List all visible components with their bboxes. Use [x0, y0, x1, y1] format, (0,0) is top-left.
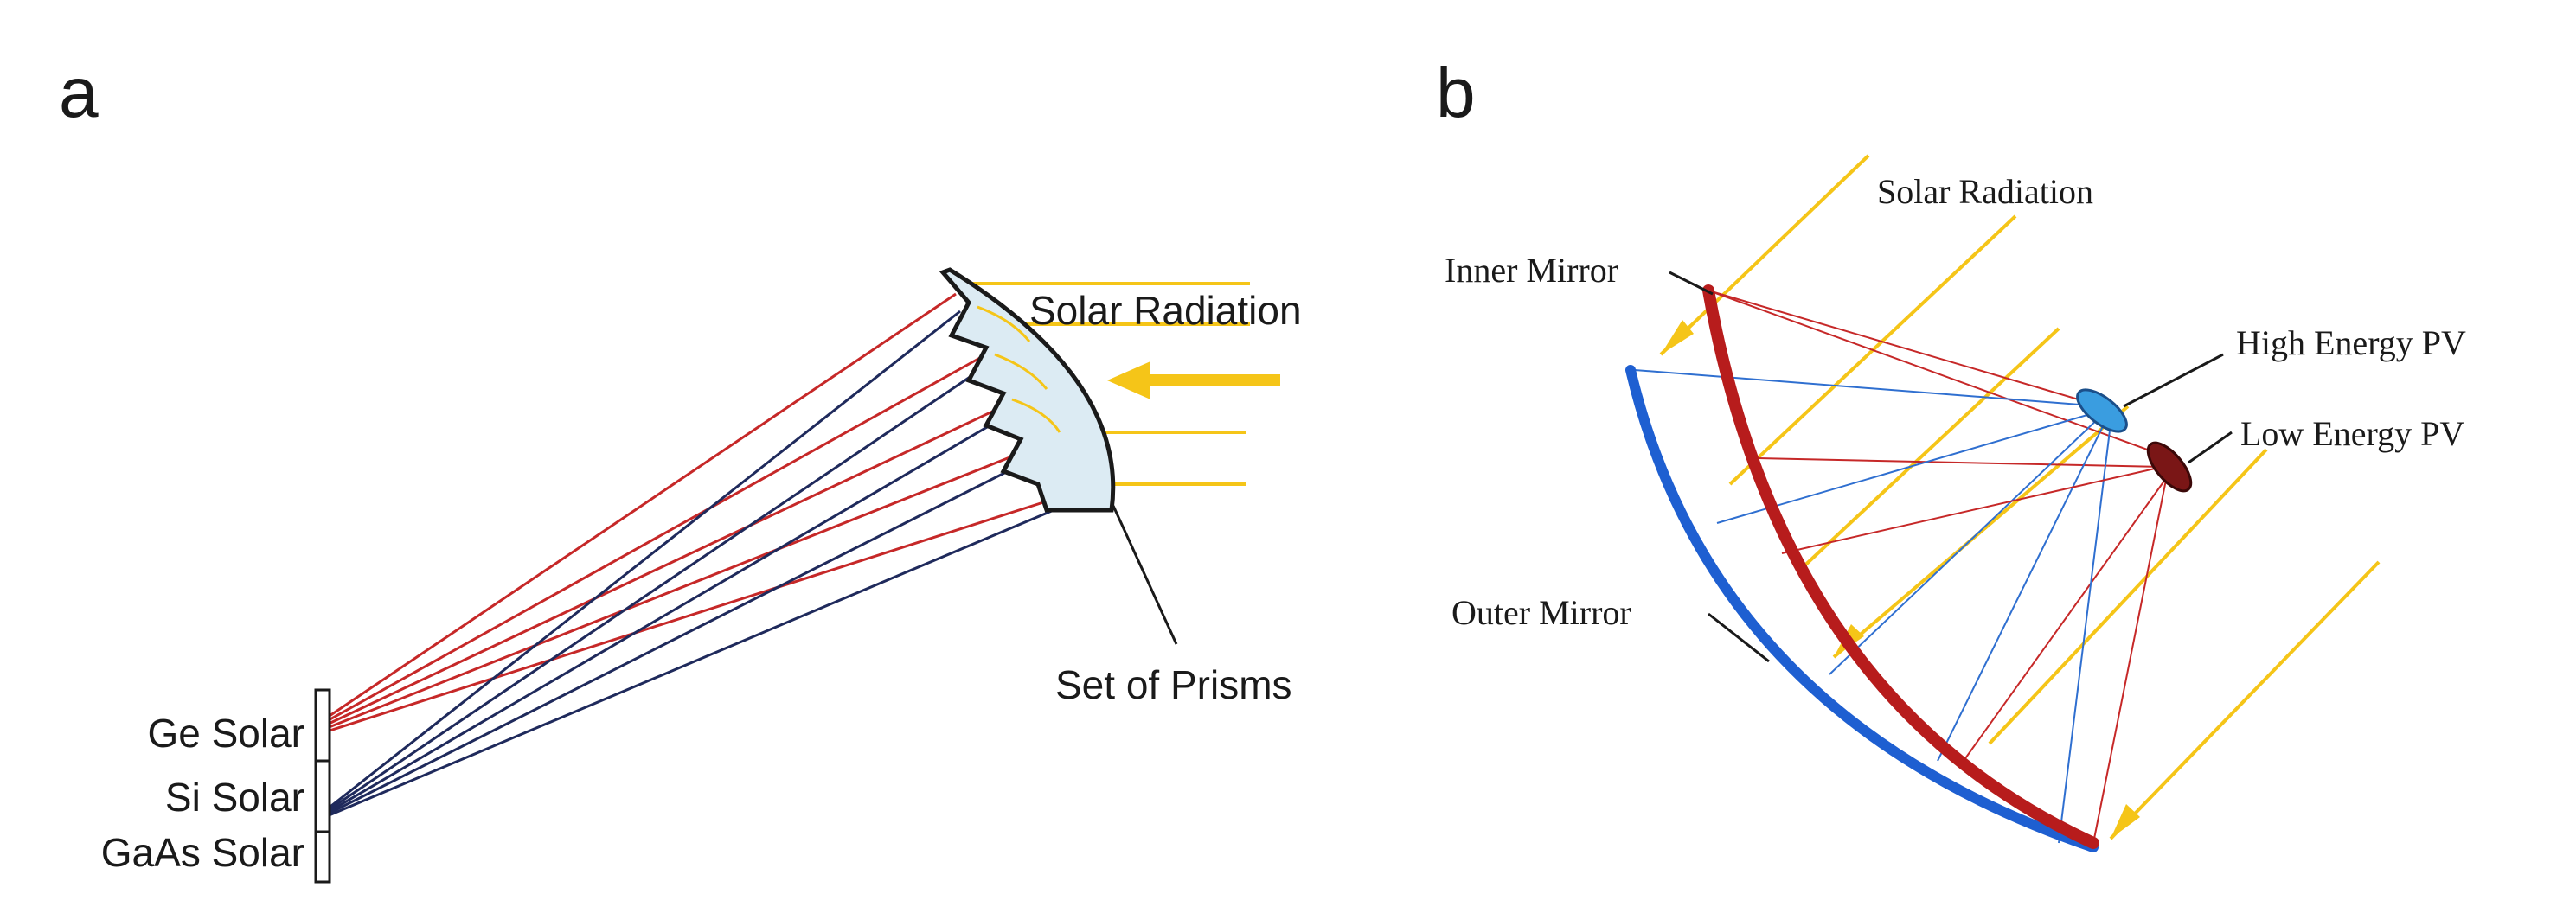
- red-reflect-6: [1781, 466, 2163, 554]
- navy-ray-2: [326, 361, 991, 813]
- red-reflect-5: [2092, 475, 2168, 844]
- red-ray-2: [326, 353, 987, 723]
- gaas-solar-cell: [314, 830, 331, 884]
- blue-reflect-2: [1716, 410, 2103, 524]
- low-energy-pv-label: Low Energy PV: [2240, 414, 2464, 453]
- outer-mirror-label: Outer Mirror: [1451, 593, 1631, 632]
- red-reflect-2: [1708, 290, 2103, 407]
- prism-arc-1: [977, 305, 1031, 342]
- set-of-prisms-label: Set of Prisms: [1055, 662, 1292, 707]
- navy-ray-1: [326, 310, 961, 811]
- panel-b-letter: b: [1436, 54, 1476, 132]
- low-energy-pv: [2146, 441, 2193, 493]
- panel-a-rays: [326, 292, 1065, 818]
- prism-leader-line: [1112, 505, 1178, 645]
- blue-reflect-5: [2058, 423, 2111, 844]
- red-reflect-3: [1755, 457, 2163, 468]
- si-solar-label: Si Solar: [165, 775, 304, 820]
- high-energy-pv-leader: [2123, 353, 2224, 408]
- inner-mirror: [1702, 284, 2099, 849]
- panel-b-reflected-rays: [1634, 290, 2172, 844]
- navy-ray-5: [326, 504, 1065, 818]
- inner-mirror-leader: [1669, 271, 1714, 296]
- high-energy-pv-label: High Energy PV: [2236, 323, 2466, 362]
- panel-b-solar-radiation-label: Solar Radiation: [1877, 172, 2093, 211]
- outer-mirror-leader: [1708, 612, 1770, 663]
- sun-ray-b5: [1988, 448, 2268, 745]
- sun-arrow-b1: [1661, 320, 1694, 354]
- navy-ray-4: [326, 456, 1035, 816]
- sun-ray-b1: [1659, 154, 1870, 356]
- sun-ray-b6: [2109, 560, 2381, 840]
- red-reflect-1: [1708, 290, 2172, 459]
- blue-reflect-1: [1634, 369, 2103, 407]
- gaas-solar-label: GaAs Solar: [101, 830, 304, 875]
- blue-reflect-3: [1829, 414, 2103, 675]
- red-ray-3: [326, 405, 1004, 726]
- red-reflect-4: [1963, 470, 2172, 762]
- red-ray-1: [326, 292, 957, 719]
- navy-ray-3: [326, 413, 1009, 814]
- red-ray-5: [326, 495, 1061, 733]
- prism-arc-2: [994, 353, 1048, 390]
- prism-inner-arcs: [977, 305, 1061, 433]
- sunlight-arrow-head: [1107, 361, 1150, 399]
- low-energy-pv-leader: [2188, 431, 2233, 464]
- inner-mirror-label: Inner Mirror: [1445, 251, 1618, 290]
- panel-b: b: [1436, 54, 2466, 852]
- red-ray-4: [326, 448, 1030, 730]
- sun-ray-b3: [1797, 327, 2060, 572]
- high-energy-pv: [2076, 388, 2128, 433]
- blue-reflect-4: [1937, 418, 2107, 762]
- prism-arc-3: [1011, 398, 1061, 433]
- sun-ray-b4: [1832, 405, 2130, 659]
- ge-solar-cell: [314, 688, 331, 763]
- prism-set: [939, 267, 1116, 513]
- ge-solar-label: Ge Solar: [147, 711, 304, 756]
- panel-a-letter: a: [59, 54, 99, 132]
- panel-a-solar-radiation-label: Solar Radiation: [1029, 288, 1302, 333]
- si-solar-cell: [314, 759, 331, 833]
- solar-cell-stack: [314, 688, 331, 884]
- sun-arrow-b6: [2111, 804, 2140, 839]
- outer-mirror: [1625, 365, 2099, 852]
- panel-a: a: [59, 54, 1302, 884]
